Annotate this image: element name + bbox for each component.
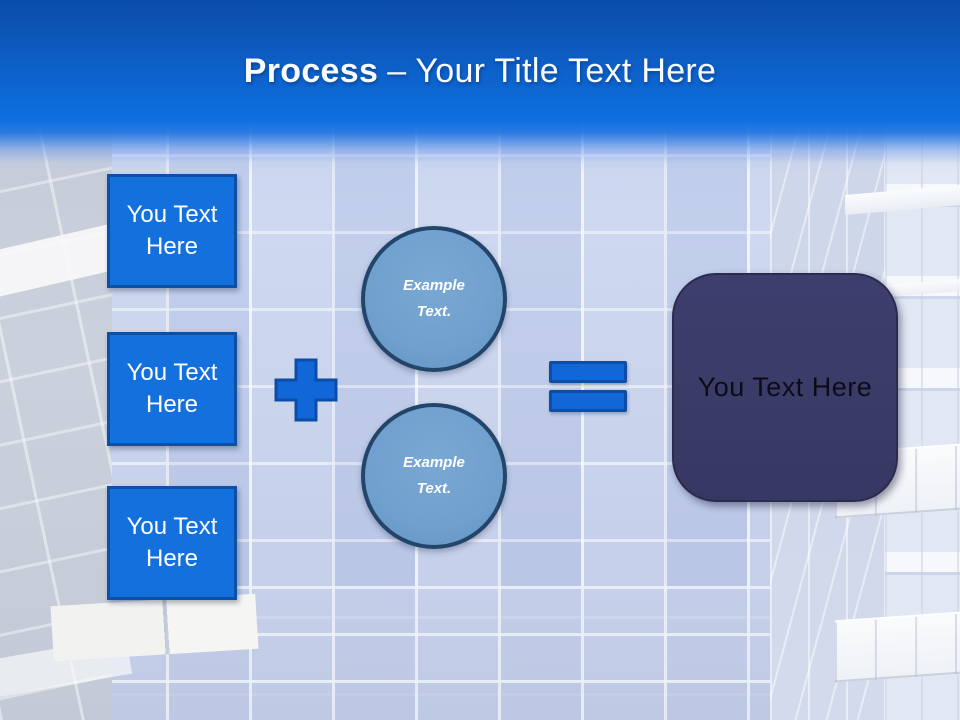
text-box-3: You Text Here [107,486,237,600]
result-box: You Text Here [672,273,898,502]
text-box-1: You Text Here [107,174,237,288]
slide-title-text: Your Title Text Here [415,52,717,90]
example-circle-2: Example Text. [361,403,507,549]
slide-title-dash: – [387,52,407,90]
text-box-2: You Text Here [107,332,237,446]
header-gradient [0,0,960,172]
slide-title: Process–Your Title Text Here [0,52,960,91]
balcony-railing [835,611,960,683]
example-circle-1: Example Text. [361,226,507,372]
equals-icon [549,361,627,383]
text-box-1-label: You Text Here [126,201,218,260]
example-circle-2-label: Example Text. [403,453,465,497]
plus-operator [273,357,339,423]
text-box-3-label: You Text Here [126,513,218,572]
slide-title-emphasis: Process [243,52,379,90]
text-box-2-label: You Text Here [126,359,218,418]
plus-icon [274,358,338,422]
example-circle-1-label: Example Text. [403,276,465,320]
result-box-label: You Text Here [697,372,873,402]
equals-icon [549,390,627,412]
